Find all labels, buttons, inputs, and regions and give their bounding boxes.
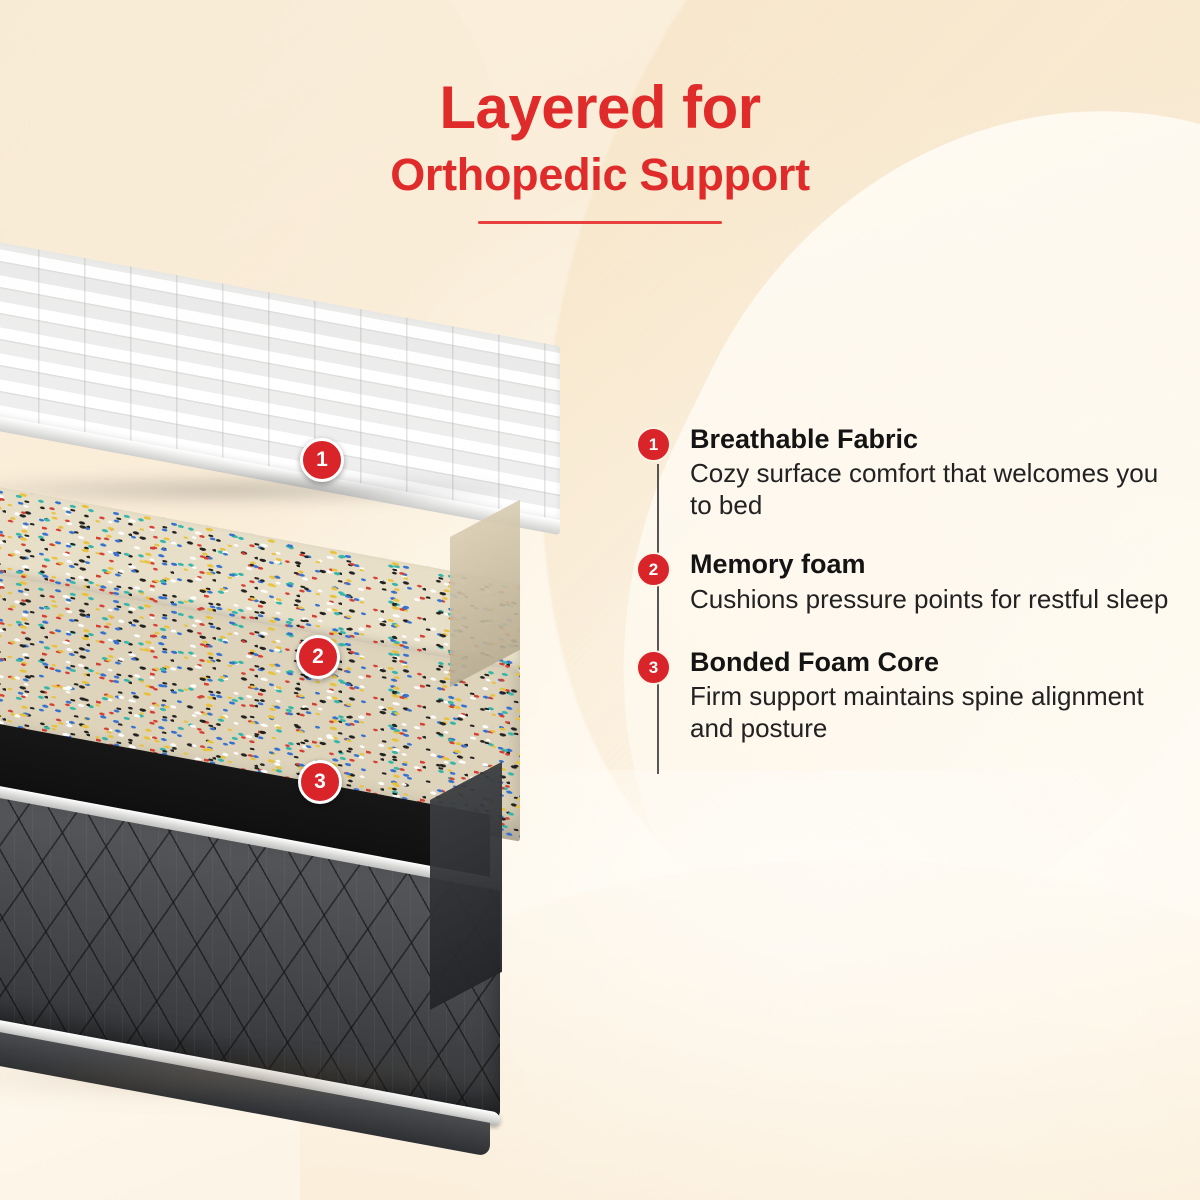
legend-title-1: Breathable Fabric [690,424,919,454]
legend-description-1: Cozy surface comfort that welcomes you t… [690,458,1159,520]
image-marker-1[interactable]: 1 [300,438,344,482]
legend-description-2: Cushions pressure points for restful sle… [690,583,1169,614]
page-subtitle: Orthopedic Support [390,149,810,200]
legend-item-bonded-foam-core[interactable]: 3 Bonded Foam Core Firm support maintain… [636,647,1188,744]
layer-foam-core-base [0,700,530,1157]
top-layer-shadow [0,475,550,505]
legend-title-2: Memory foam [690,549,866,580]
legend-item-memory-foam[interactable]: 2 Memory foam Cushions pressure points f… [636,549,1188,615]
legend-badge-1: 1 [636,427,671,462]
legend-item-breathable-fabric[interactable]: 1 Breathable Fabric Cozy surface comfort… [636,424,1188,521]
page-title: Layered for [439,74,761,141]
base-side-face [430,761,502,1010]
legend-list: 1 Breathable Fabric Cozy surface comfort… [636,424,1188,774]
legend-text-2: Memory foam Cushions pressure points for… [690,549,1168,615]
legend-text-3: Bonded Foam Core Firm support maintains … [690,647,1178,744]
title-underline [478,221,722,224]
legend-title-3: Bonded Foam Core [690,647,940,678]
mattress-ground-shadow [0,1055,530,1099]
legend-badge-3: 3 [636,650,671,686]
legend-description-3: Firm support maintains spine alignment a… [690,681,1144,744]
legend-text-1: Breathable Fabric Cozy surface comfort t… [690,424,1178,521]
image-marker-3[interactable]: 3 [298,760,342,804]
mattress-cutaway-illustration [0,223,640,1157]
image-marker-2[interactable]: 2 [296,635,340,679]
legend-badge-2: 2 [636,552,671,588]
legend-connector-line [657,464,659,774]
header: Layered for Orthopedic Support [0,78,1200,224]
